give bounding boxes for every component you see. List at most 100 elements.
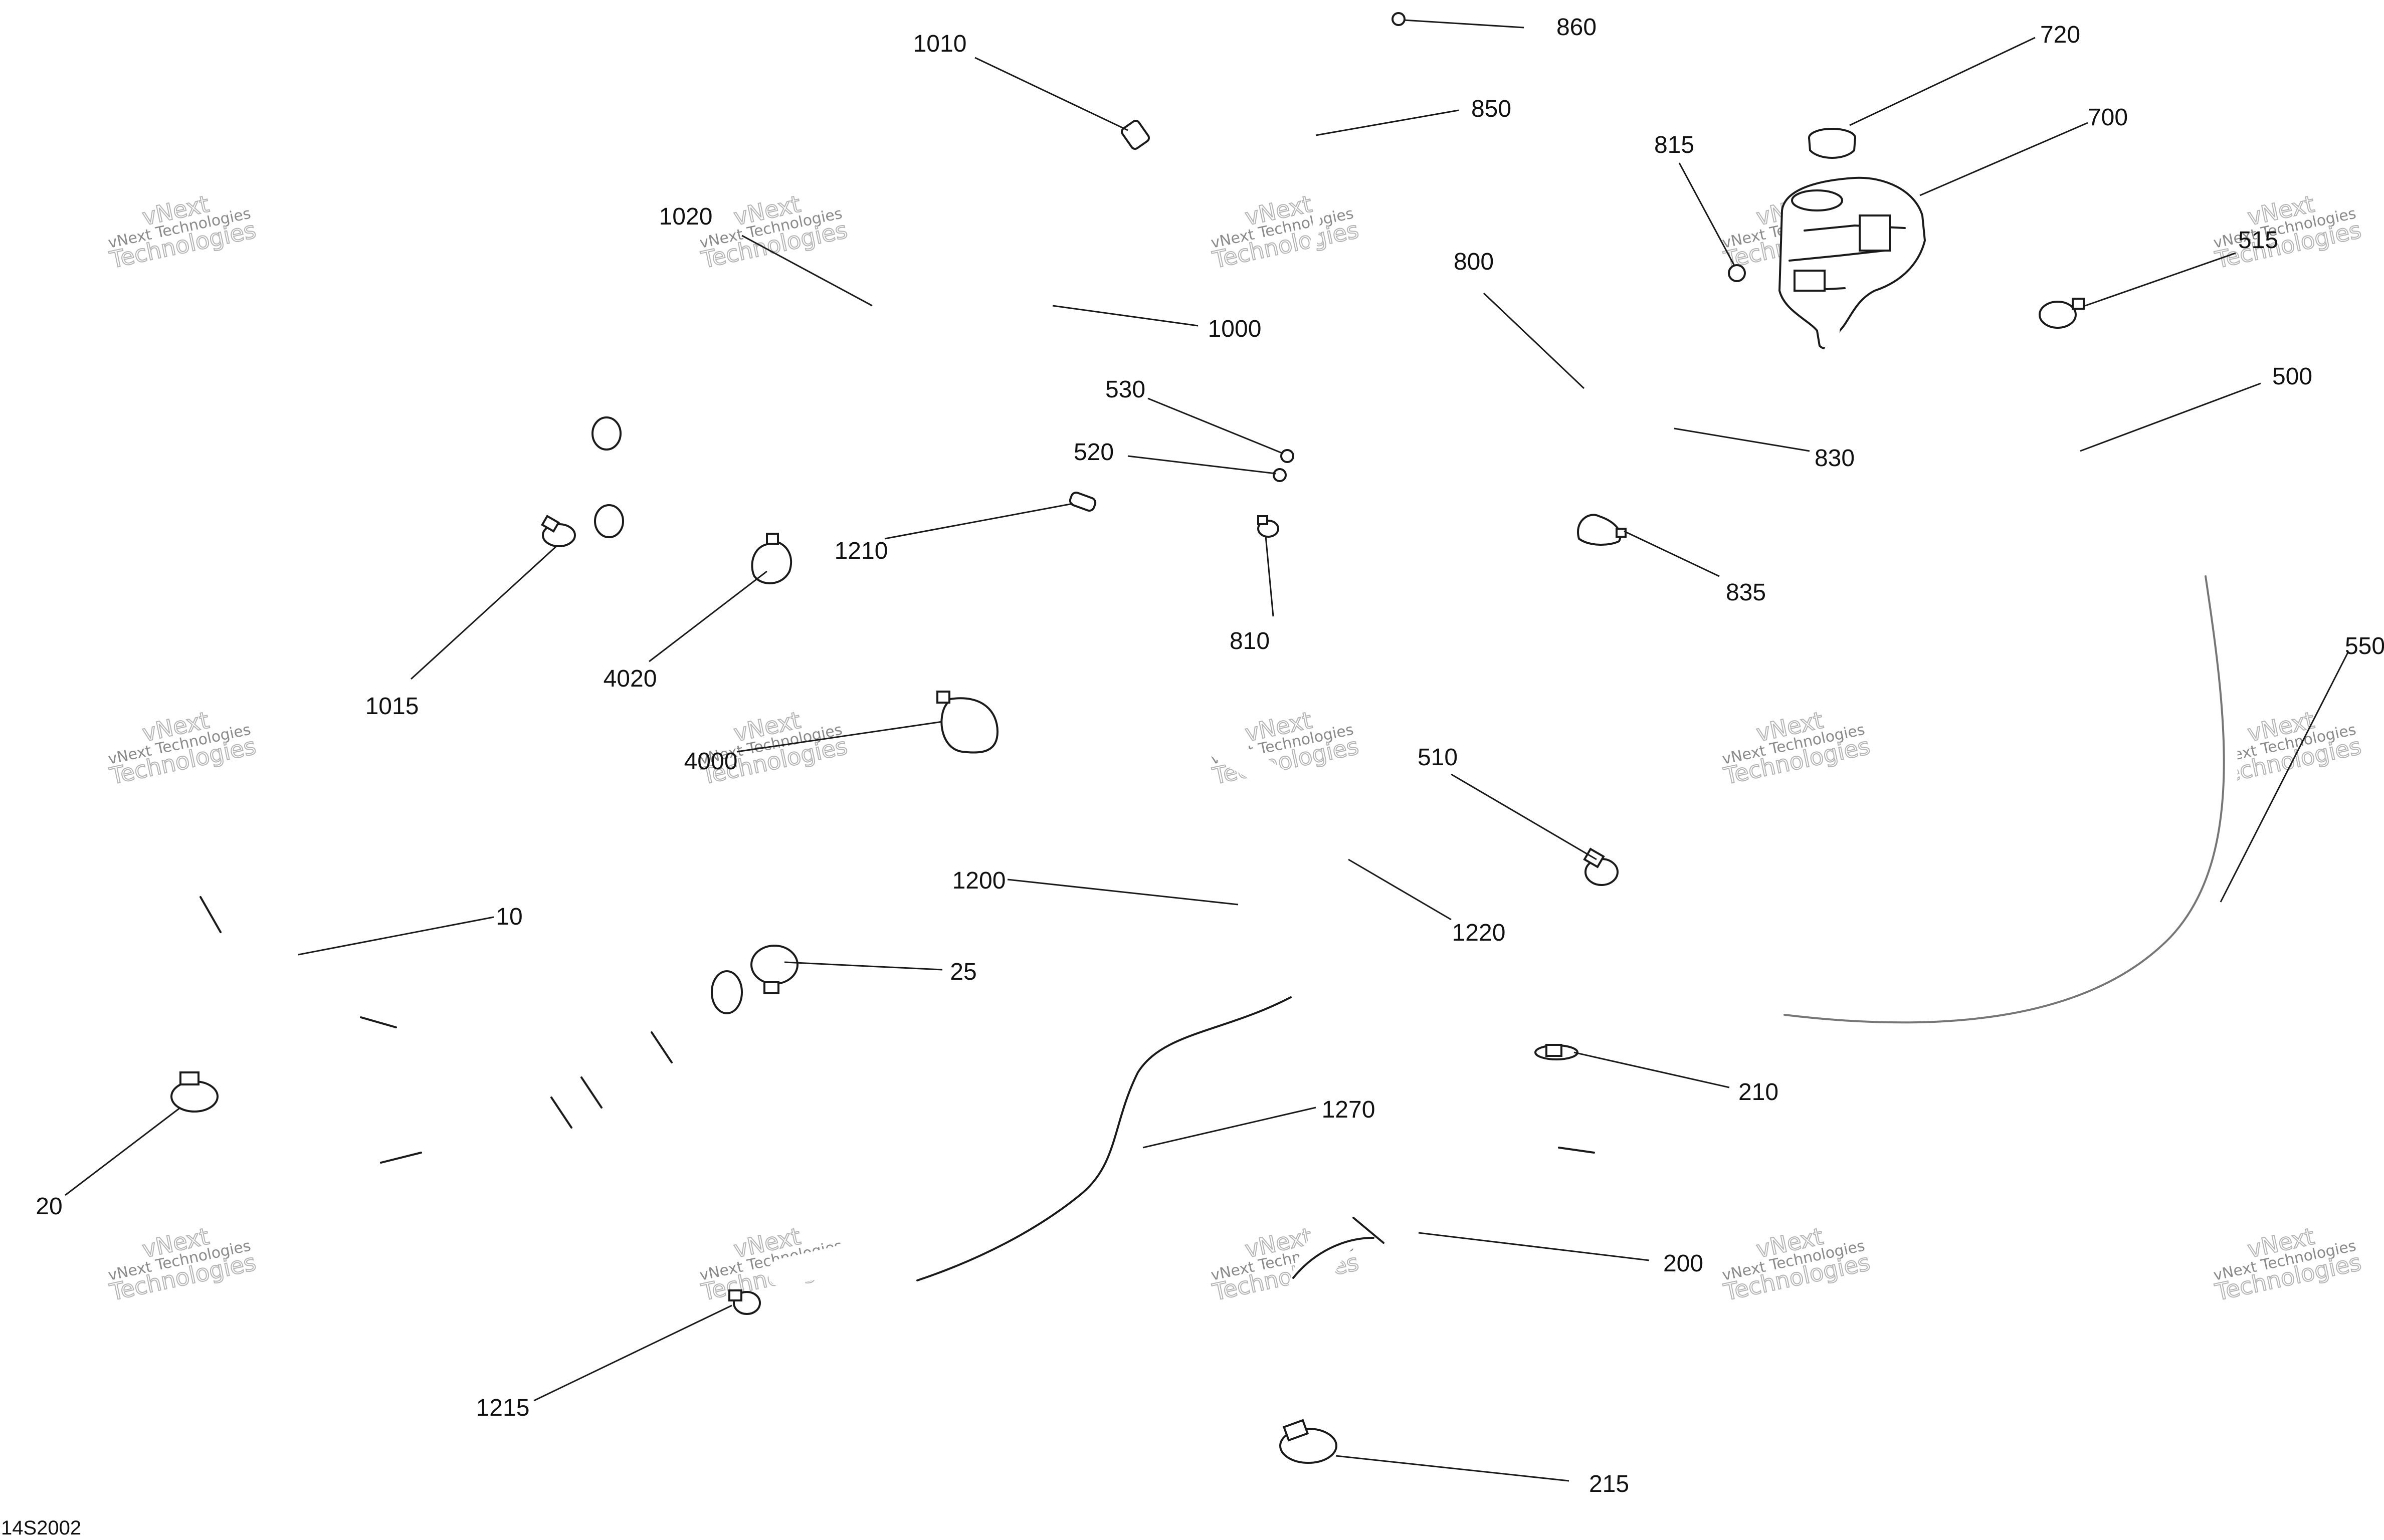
watermark: vNext Technologies vNext Technologies [1721, 706, 1873, 790]
clip-530 [1280, 449, 1294, 463]
callout-10: 10 [496, 904, 522, 930]
watermark: vNext Technologies vNext Technologies [2212, 1222, 2364, 1306]
leader-1210 [884, 503, 1073, 540]
leader-550 [2220, 651, 2349, 903]
fitting-1010 [1120, 120, 1150, 150]
callout-25: 25 [950, 959, 976, 985]
watermark: vNext Technologies vNext Technologies [698, 190, 851, 274]
clamp-1215 [728, 1289, 761, 1315]
callout-labels: 1010 860 850 720 700 815 800 515 500 102… [36, 14, 2384, 1497]
leader-850 [1315, 109, 1459, 136]
leader-20 [65, 1107, 181, 1196]
callout-1215: 1215 [476, 1395, 530, 1421]
clamp-515 [2039, 298, 2085, 329]
callout-815: 815 [1654, 132, 1694, 158]
callout-200: 200 [1663, 1250, 1703, 1277]
callout-4000: 4000 [684, 748, 738, 775]
leader-860 [1403, 19, 1524, 29]
leader-1015 [410, 545, 557, 680]
hose-1200 [768, 515, 1266, 1287]
hose-1220 [1089, 511, 1344, 915]
leader-1215 [533, 1304, 732, 1402]
leader-520 [1127, 455, 1276, 475]
clamp-215 [1279, 1419, 1337, 1464]
reservoir-cap-720 [1808, 128, 1856, 159]
leader-4020 [649, 570, 767, 663]
clamp-510 [1583, 847, 1619, 886]
leader-25 [784, 961, 943, 971]
callout-510: 510 [1418, 744, 1458, 771]
hose-10 [143, 866, 749, 1211]
leader-1010 [974, 57, 1128, 131]
callout-835: 835 [1726, 579, 1766, 606]
callout-830: 830 [1815, 445, 1855, 472]
callout-515: 515 [2238, 227, 2278, 254]
leader-210 [1573, 1051, 1730, 1088]
clamp-4000 [936, 691, 999, 754]
leader-800 [1483, 292, 1585, 389]
cap-860 [1392, 12, 1406, 26]
watermark: vNext Technologies vNext Technologies [698, 706, 851, 790]
leader-4000 [736, 721, 943, 753]
leader-700 [1919, 122, 2088, 196]
callout-20: 20 [36, 1193, 62, 1220]
callout-550: 550 [2345, 633, 2384, 659]
watermark: vNext Technologies vNext Technologies [1210, 190, 1362, 274]
leader-515 [2085, 252, 2236, 307]
callout-850: 850 [1471, 96, 1511, 122]
callout-700: 700 [2088, 104, 2128, 131]
callout-1270: 1270 [1322, 1096, 1375, 1123]
leader-1270 [1142, 1107, 1316, 1149]
watermark: vNext Technologies vNext Technologies [107, 1222, 259, 1306]
callout-1010: 1010 [913, 31, 967, 57]
leader-200 [1418, 1232, 1650, 1261]
leader-1200 [1007, 878, 1239, 906]
clamp-815 [1728, 264, 1746, 282]
callout-810: 810 [1230, 628, 1270, 654]
clamp-210 [1534, 1044, 1578, 1060]
hose-800 [1299, 279, 1713, 528]
leader-530 [1147, 397, 1284, 455]
callout-520: 520 [1074, 439, 1114, 466]
hose-1020 [591, 136, 1012, 451]
clamp-4020 [751, 533, 792, 584]
leader-830 [1674, 427, 1810, 452]
hose-200 [1283, 1068, 1599, 1423]
watermark: vNext Technologies vNext Technologies [107, 190, 259, 274]
callout-1020: 1020 [659, 203, 713, 230]
leader-720 [1849, 37, 2036, 126]
hose-1000 [594, 161, 1132, 538]
callout-1220: 1220 [1452, 920, 1506, 946]
leader-810 [1265, 536, 1274, 617]
callout-210: 210 [1738, 1079, 1778, 1106]
callout-1210: 1210 [835, 538, 888, 564]
hose-500 [1637, 356, 2127, 912]
hose-850 [1287, 7, 1372, 434]
hose-1270 [898, 988, 1313, 1307]
clip-520 [1273, 468, 1287, 482]
leader-510 [1451, 773, 1597, 860]
callout-500: 500 [2272, 363, 2312, 390]
leader-835 [1624, 530, 1720, 577]
callout-215: 215 [1589, 1471, 1629, 1497]
leader-815 [1678, 162, 1735, 266]
callout-1200: 1200 [952, 867, 1006, 894]
clamp-835 [1577, 514, 1627, 546]
hose-550 [1758, 460, 2238, 1031]
leader-10 [298, 916, 494, 956]
leader-lines [65, 19, 2349, 1482]
watermark: vNext Technologies vNext Technologies [1721, 1222, 1873, 1306]
callout-720: 720 [2040, 22, 2080, 48]
callout-1000: 1000 [1208, 316, 1262, 342]
callout-530: 530 [1105, 376, 1145, 403]
callout-1015: 1015 [365, 693, 419, 720]
diagram-code: 14S2002 [1, 1517, 81, 1539]
hose-830 [1398, 320, 1775, 567]
callout-4020: 4020 [604, 666, 657, 692]
leader-1220 [1348, 858, 1452, 921]
clamp-810 [1257, 515, 1279, 538]
clamp-25 [750, 945, 799, 994]
clamp-20 [170, 1071, 219, 1113]
watermark: vNext Technologies vNext Technologies [2212, 190, 2364, 274]
